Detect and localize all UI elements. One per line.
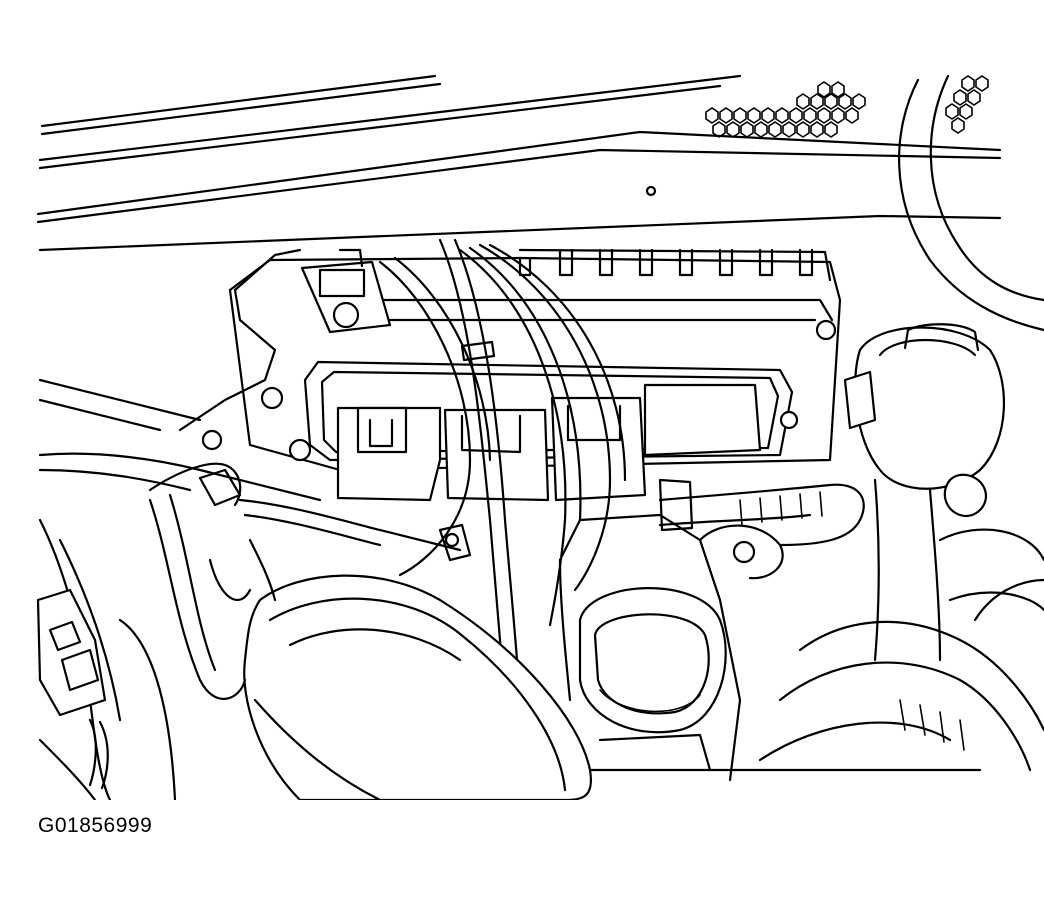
vent-grille bbox=[706, 76, 988, 137]
fluid-reservoir bbox=[845, 324, 1044, 660]
throttle-body bbox=[560, 515, 783, 780]
cowl-panel bbox=[38, 76, 1000, 250]
figure-id-label: G01856999 bbox=[38, 814, 153, 837]
left-hoses bbox=[38, 380, 470, 800]
lower-engine-details bbox=[40, 540, 710, 800]
coolant-hoses bbox=[590, 480, 1044, 770]
air-intake-duct bbox=[244, 576, 591, 800]
engine-control-module bbox=[180, 250, 840, 500]
engine-compartment-illustration bbox=[0, 0, 1044, 800]
wiring-harness bbox=[380, 240, 625, 700]
upper-right-hose bbox=[899, 76, 1044, 330]
harness-clip bbox=[302, 250, 390, 332]
